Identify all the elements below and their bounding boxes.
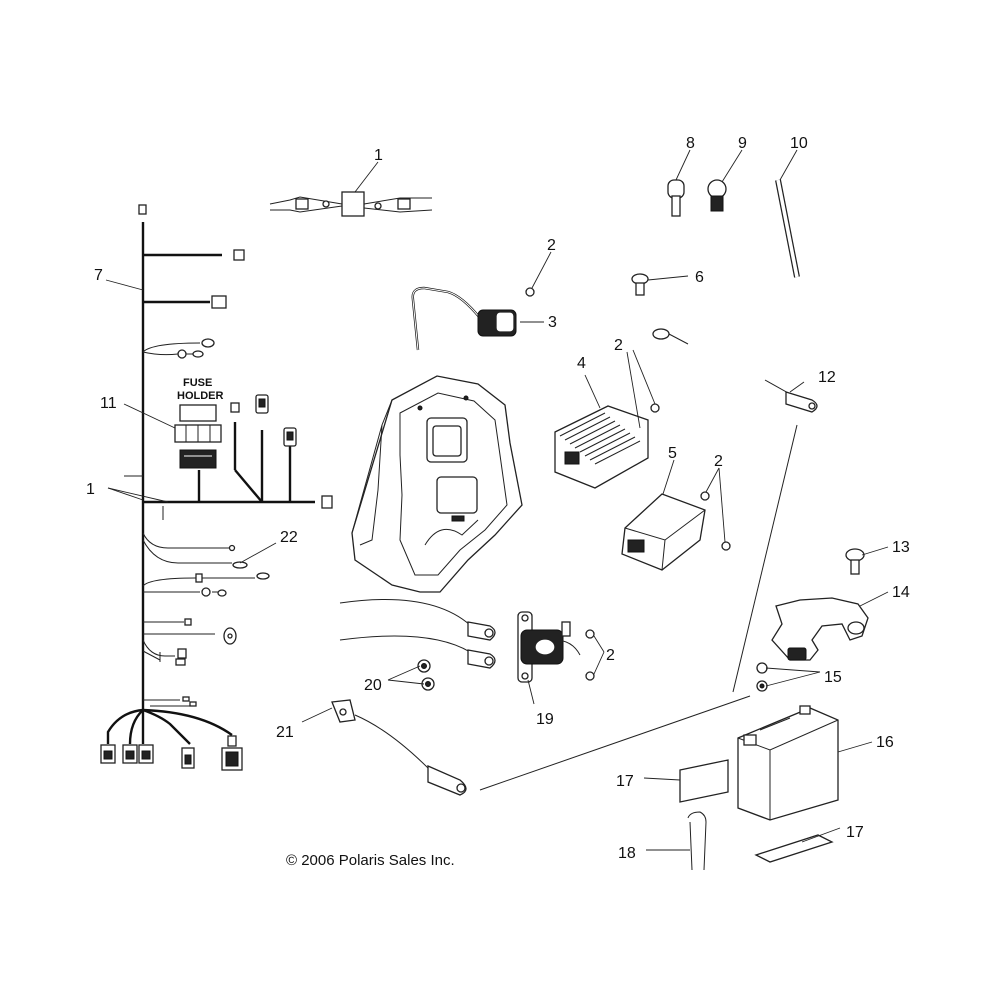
copyright-notice: © 2006 Polaris Sales Inc. [286,852,455,869]
sub-harness-part-1 [269,191,433,217]
part-14-hold-down [771,597,869,661]
main-wiring-harness [100,204,333,771]
part-17-labels [679,759,834,863]
callout-2-b: 2 [614,337,623,354]
callout-9: 9 [738,135,747,152]
bolts-part-2 [525,287,731,681]
part-10-cable-tie [775,179,800,278]
callout-3: 3 [548,314,557,331]
callout-13: 13 [892,539,910,556]
fuse-holder: FUSE HOLDER [174,377,224,469]
callout-14: 14 [892,584,910,601]
part-15-bolt-nut [756,662,768,692]
callout-1-sub-harness: 1 [374,147,383,164]
callout-17-b: 17 [846,824,864,841]
callout-10: 10 [790,135,808,152]
part-18-vent-tube [687,811,707,871]
part-13-push-pin [845,548,865,575]
part-3-sensor [411,286,517,351]
part-19-solenoid [517,611,581,683]
part-6-push-pin [631,273,649,296]
callout-5: 5 [668,445,677,462]
leader-lines [105,149,889,851]
part-4-regulator [554,405,649,489]
callout-numbers: 1 1 2 2 2 2 3 4 5 6 7 8 9 10 11 12 13 14… [86,135,910,862]
callout-4: 4 [577,355,586,372]
callout-16: 16 [876,734,894,751]
part-20-nuts [417,659,435,691]
part-12-cable [732,379,818,693]
callout-6: 6 [695,269,704,286]
mounting-bracket-panel [351,375,523,593]
battery-cables [339,599,496,669]
callout-7: 7 [94,267,103,284]
callout-1-main-harness: 1 [86,481,95,498]
callout-11: 11 [100,395,117,412]
callout-12: 12 [818,369,836,386]
callout-21: 21 [276,724,294,741]
callout-18: 18 [618,845,636,862]
ring-terminal-upper [652,328,689,345]
part-21-ground-cable [331,695,751,796]
callout-22: 22 [280,529,298,546]
part-9-clamp [707,179,727,212]
callout-20: 20 [364,677,382,694]
callout-2-a: 2 [547,237,556,254]
callout-2-c: 2 [714,453,723,470]
part-5-module [621,493,706,571]
part-16-battery [737,705,839,821]
callout-2-d: 2 [606,647,615,664]
part-8-connector [667,179,685,217]
callout-17-a: 17 [616,773,634,790]
fuse-holder-label-line1: FUSE [183,377,212,389]
callout-19: 19 [536,711,554,728]
callout-8: 8 [686,135,695,152]
callout-15: 15 [824,669,842,686]
fuse-holder-label-line2: HOLDER [177,390,224,402]
